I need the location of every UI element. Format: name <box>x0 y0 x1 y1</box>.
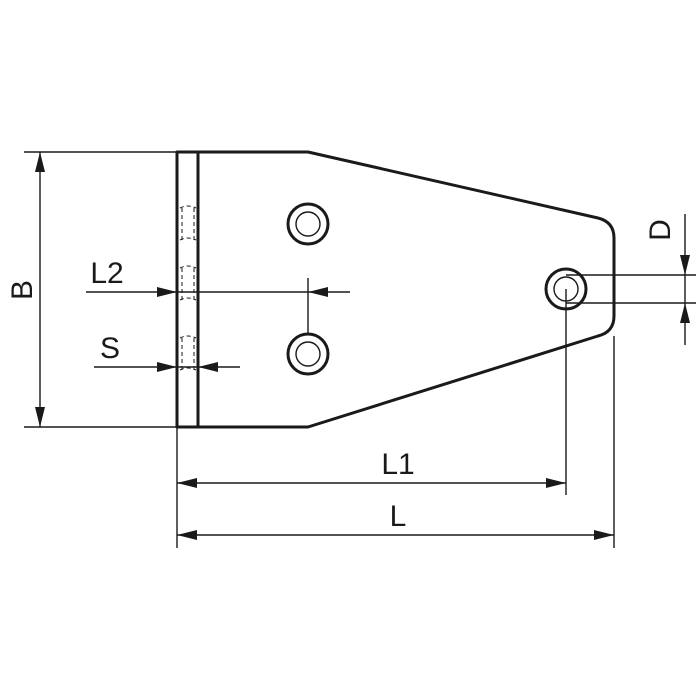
dimension-l1: L1 <box>176 289 567 548</box>
hinge-plate <box>175 150 616 429</box>
label-l2: L2 <box>90 257 123 290</box>
dimension-d: D <box>566 214 696 345</box>
dimension-l2: L2 <box>86 257 350 334</box>
dimension-l: L <box>177 336 615 548</box>
label-l1: L1 <box>381 448 414 481</box>
dimension-b: B <box>6 151 177 428</box>
mounting-hole-bottom <box>286 332 330 376</box>
label-b: B <box>6 280 39 300</box>
label-s: S <box>100 332 120 365</box>
knuckle-hidden-lines <box>179 205 197 371</box>
label-l: L <box>390 500 407 533</box>
dimension-s: S <box>94 332 240 372</box>
label-d: D <box>644 219 677 241</box>
mounting-hole-top <box>286 202 330 246</box>
plate-outline <box>175 150 616 429</box>
